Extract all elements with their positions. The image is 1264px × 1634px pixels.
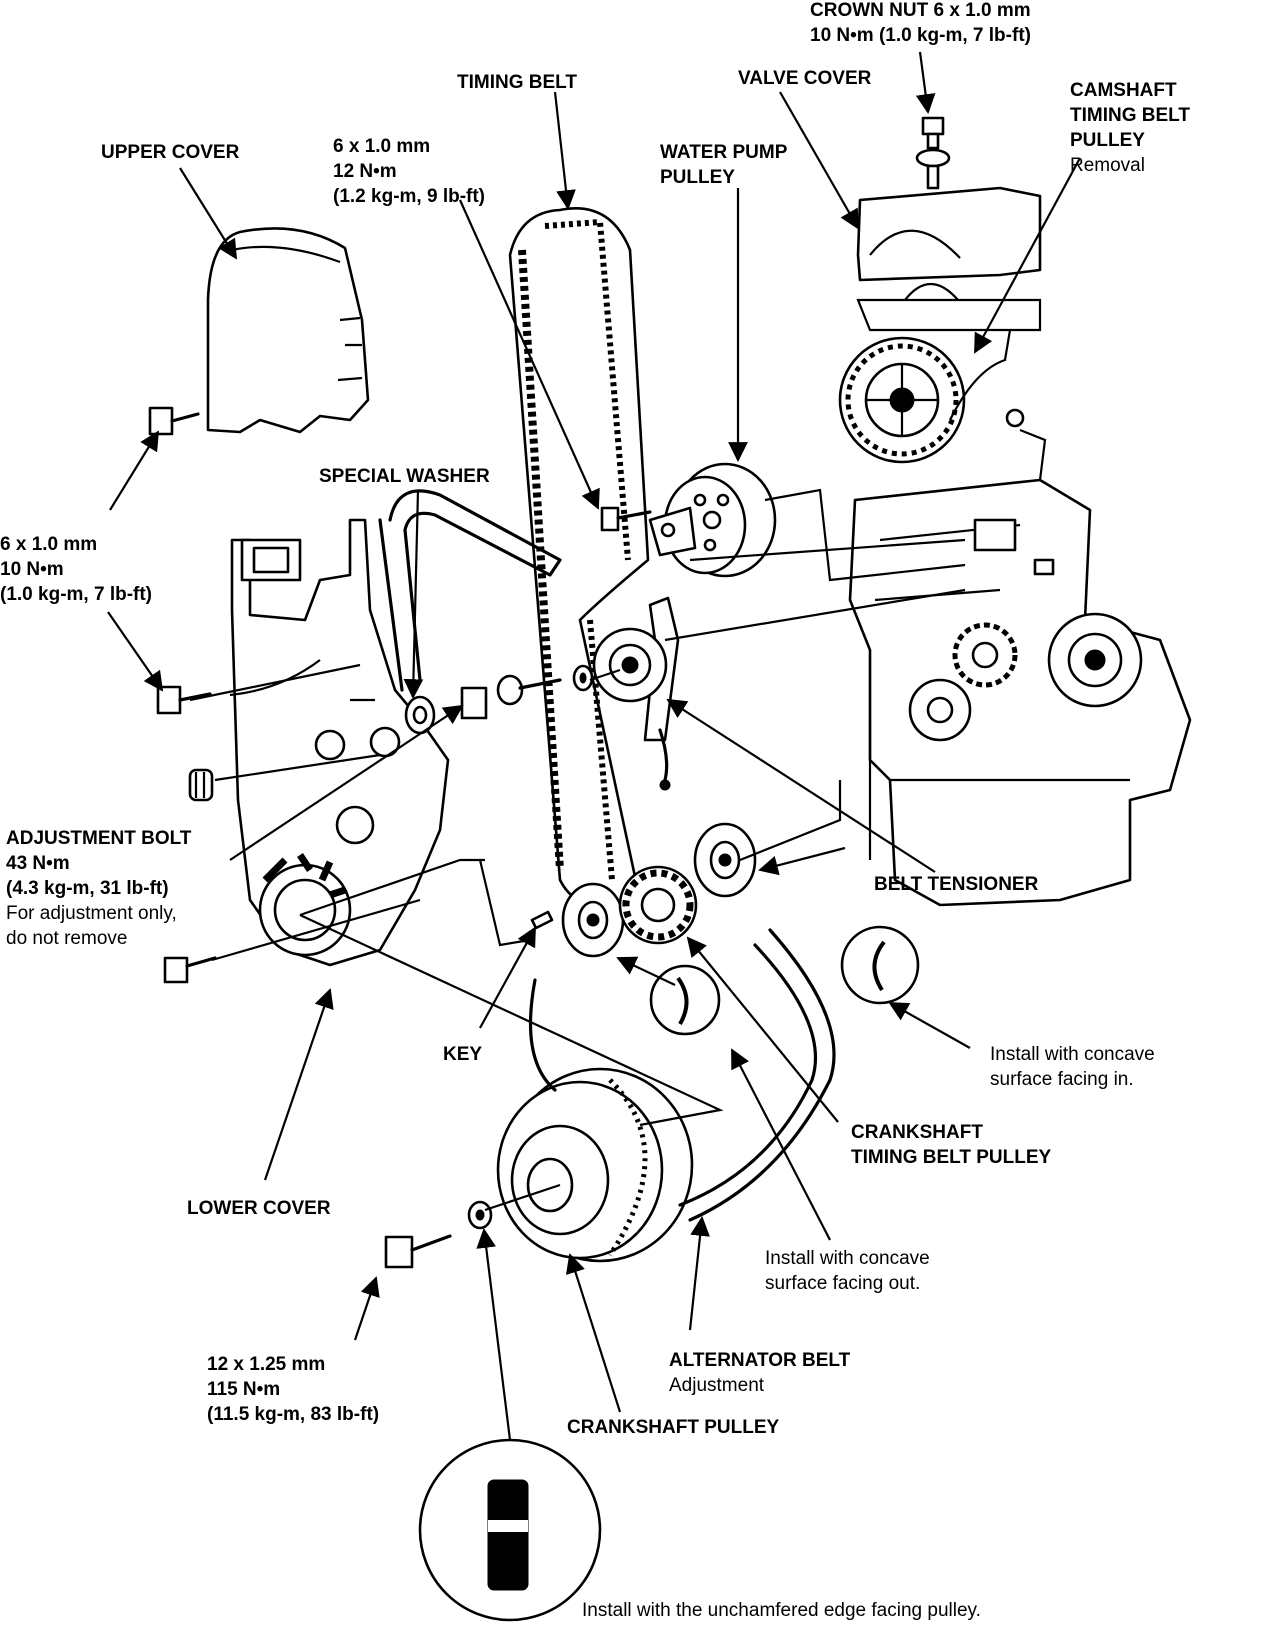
engine-block: [848, 408, 1192, 907]
washer-profile-icon: [840, 925, 920, 1005]
grommet-icon: [188, 768, 214, 802]
lower-cover: [229, 518, 450, 967]
label-camshaft-pulley: CAMSHAFT TIMING BELT PULLEY Removal: [1070, 80, 1190, 176]
camshaft-pulley-icon: [838, 329, 1012, 464]
label-crankshaft-timing-pulley: CRANKSHAFT TIMING BELT PULLEY: [851, 1122, 1052, 1168]
label-crown-nut: CROWN NUT 6 x 1.0 mm 10 N•m (1.0 kg-m, 7…: [810, 0, 1031, 46]
label-water-pump-pulley: WATER PUMP PULLEY: [660, 142, 788, 188]
washer-icon: [561, 882, 625, 958]
label-valve-cover: VALVE COVER: [738, 68, 872, 89]
bolt-icon: [148, 406, 200, 436]
adjustment-bolt-icon: [460, 664, 594, 720]
label-concave-in-note: Install with concave surface facing in.: [990, 1044, 1155, 1090]
valve-cover: [856, 186, 1042, 332]
label-bolt-6x1-10nm: 6 x 1.0 mm 10 N•m (1.0 kg-m, 7 lb-ft): [0, 534, 153, 605]
bolt-icon: [156, 685, 212, 715]
label-upper-cover: UPPER COVER: [101, 142, 240, 163]
timing-belt: [508, 207, 650, 908]
washer-icon: [693, 822, 757, 898]
key-icon: [530, 910, 554, 930]
crown-nut-icon: [915, 116, 951, 190]
bolt-icon: [163, 956, 217, 984]
bolt-icon: [600, 506, 652, 532]
label-concave-out-note: Install with concave surface facing out.: [765, 1248, 930, 1294]
belt-tensioner-icon: [592, 596, 680, 791]
label-unchamfered-note: Install with the unchamfered edge facing…: [582, 1600, 981, 1621]
label-belt-tensioner: BELT TENSIONER: [874, 874, 1039, 895]
crankshaft-pulley-icon: [496, 1067, 694, 1263]
label-bolt-12x125: 12 x 1.25 mm 115 N•m (11.5 kg-m, 83 lb-f…: [207, 1354, 380, 1425]
label-crankshaft-pulley: CRANKSHAFT PULLEY: [567, 1417, 780, 1438]
label-bolt-6x1-12nm: 6 x 1.0 mm 12 N•m (1.2 kg-m, 9 lb-ft): [333, 136, 486, 207]
label-lower-cover: LOWER COVER: [187, 1198, 331, 1219]
washer-icon: [467, 1200, 493, 1230]
gear-icon: [618, 865, 698, 945]
label-adjustment-bolt: ADJUSTMENT BOLT 43 N•m (4.3 kg-m, 31 lb-…: [6, 828, 192, 949]
alternator-belt: [528, 928, 836, 1222]
upper-cover: [206, 227, 370, 434]
auxiliary-belt: [378, 489, 562, 692]
label-timing-belt: TIMING BELT: [457, 72, 577, 93]
leader-arrows: [107, 51, 1081, 1441]
label-alternator-belt: ALTERNATOR BELT Adjustment: [669, 1350, 851, 1396]
label-key: KEY: [443, 1044, 483, 1065]
bolt-icon: [384, 1234, 452, 1269]
washer-icon: [404, 695, 436, 735]
label-special-washer: SPECIAL WASHER: [319, 466, 490, 487]
washer-profile-icon: [649, 964, 721, 1036]
washer-profile-icon: [418, 1438, 602, 1622]
water-pump-pulley-icon: [648, 462, 777, 578]
